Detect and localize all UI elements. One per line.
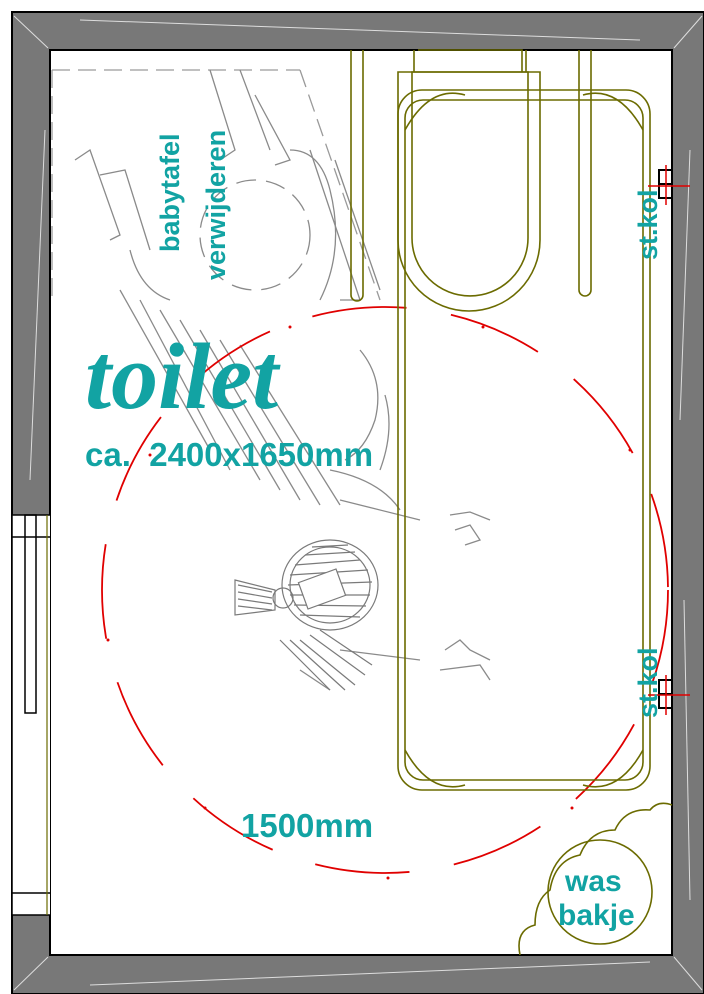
turning-circle-label: 1500mm [241,807,373,844]
column-label-bottom: st.kol [633,647,663,718]
verwijderen-label: verwijderen [201,130,231,280]
room-dimensions: ca. 2400x1650mm [85,436,373,473]
wash-basin [518,802,673,956]
bath-shower-tray [397,89,651,791]
wall-ring [11,11,704,994]
grab-bars [350,50,592,302]
column-label-top: st.kol [633,189,663,260]
walls [11,11,704,994]
toilet-bowl [397,49,541,312]
column-marker-top [648,165,690,205]
basin-label-line2: bakje [558,899,635,932]
wall-hatch [13,15,703,991]
circle-ticks [106,325,632,880]
wheelchair-sketch [74,69,491,691]
turning-circle [101,306,669,874]
babytafel-outline [51,69,381,301]
column-marker-bottom [648,675,690,715]
babytafel-label: babytafel [155,133,185,252]
basin-label-line1: was [564,865,622,898]
seated-figure [234,539,379,691]
wall-window [11,514,50,916]
room-title: toilet [85,325,281,429]
